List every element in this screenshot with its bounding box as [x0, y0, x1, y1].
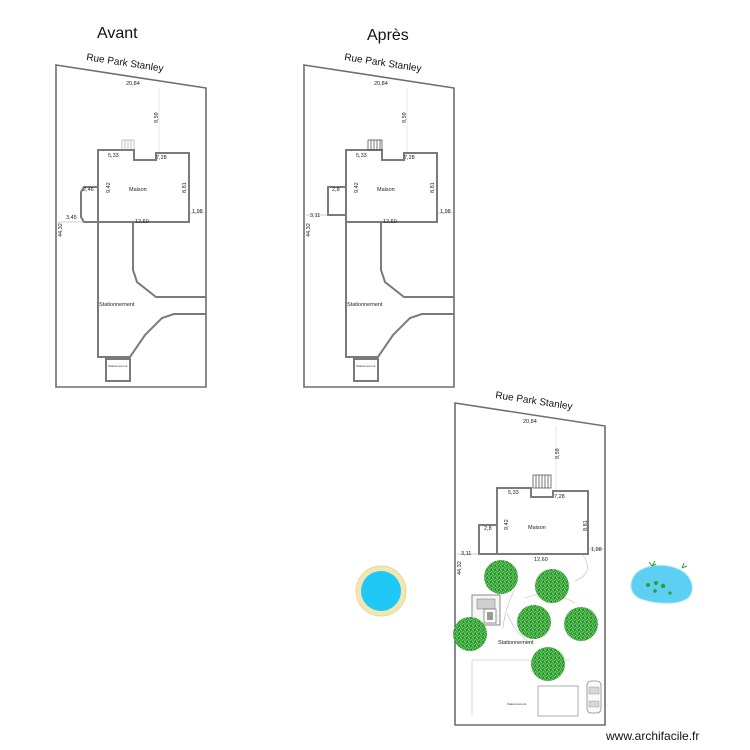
dim-house-side: 8,81	[182, 182, 188, 193]
stairs-icon	[532, 474, 552, 489]
dim-extension: 2,8	[332, 187, 340, 193]
street-label: Rue Park Stanley	[344, 52, 423, 75]
plan-landscaping: Rue Park Stanley 20,84 9,59 5,33 7,28 9,…	[453, 390, 606, 726]
stairs-icon	[367, 139, 383, 151]
dim-house-side: 8,81	[583, 520, 589, 531]
stairs-icon	[121, 139, 135, 151]
dim-front-width: 20,84	[523, 419, 537, 425]
street-label: Rue Park Stanley	[495, 390, 574, 413]
dim-right-margin: 1,98	[591, 547, 602, 553]
watermark: www.archifacile.fr	[605, 729, 699, 743]
dim-front-width: 20,84	[374, 81, 388, 87]
dim-lot-depth: 44,32	[457, 561, 463, 575]
dim-setback: 9,59	[402, 112, 408, 123]
parking-label: Stationnement	[347, 302, 383, 308]
dim-setback: 9,59	[154, 112, 160, 123]
shed-label: Stationnement	[108, 364, 128, 368]
dim-house-depth: 9,42	[354, 182, 360, 193]
dim-house-left-front: 5,33	[508, 490, 519, 496]
dim-lot-depth: 44,32	[306, 223, 312, 237]
dim-extension: 2,8	[484, 526, 492, 532]
dim-extension: 2,46	[83, 187, 94, 193]
dim-left-margin: 3,45	[66, 215, 77, 221]
dim-left-margin: 3,11	[310, 213, 320, 219]
dim-house-rear: 12,60	[383, 219, 397, 225]
tree-icon	[484, 560, 518, 594]
plan-after: Rue Park Stanley 20,84 9,59 5,33 7,28 9,…	[303, 52, 455, 388]
dim-house-rear: 12,60	[135, 219, 149, 225]
shed-label: Stationnement	[356, 364, 376, 368]
grill-icon	[471, 594, 501, 626]
dim-house-left-front: 5,33	[356, 153, 367, 159]
plan-before: Rue Park Stanley 20,84 9,59 5,33 7,28 9,…	[55, 52, 207, 388]
shed-label: Stationnement	[507, 702, 527, 706]
dim-house-right-front: 7,28	[156, 155, 167, 161]
pool-icon	[355, 565, 407, 617]
dim-left-margin: 3,11	[461, 551, 471, 557]
dim-house-left-front: 5,33	[108, 153, 119, 159]
dim-house-depth: 9,42	[106, 182, 112, 193]
dim-house-right-front: 7,28	[404, 155, 415, 161]
dim-house-depth: 9,42	[504, 519, 510, 530]
dim-right-margin: 1,98	[192, 209, 203, 215]
tree-icon	[531, 647, 565, 681]
title-before: Avant	[97, 25, 138, 42]
dim-house-right-front: 7,28	[554, 494, 565, 500]
tree-icon	[564, 607, 598, 641]
tree-icon	[517, 605, 551, 639]
house-label: Maison	[129, 187, 147, 193]
pond-icon	[630, 560, 693, 604]
tree-icon	[535, 569, 569, 603]
dim-house-rear: 12,60	[534, 557, 548, 563]
dim-house-side: 8,81	[430, 182, 436, 193]
house-label: Maison	[528, 525, 546, 531]
parking-label: Stationnement	[498, 640, 534, 646]
car-icon	[586, 680, 602, 714]
dim-right-margin: 1,98	[440, 209, 451, 215]
parking-label: Stationnement	[99, 302, 135, 308]
dim-setback: 9,59	[555, 448, 561, 459]
title-after: Après	[367, 27, 409, 44]
dim-lot-depth: 44,32	[58, 223, 64, 237]
tree-icon	[453, 617, 487, 651]
dim-front-width: 20,84	[126, 81, 140, 87]
house-label: Maison	[377, 187, 395, 193]
